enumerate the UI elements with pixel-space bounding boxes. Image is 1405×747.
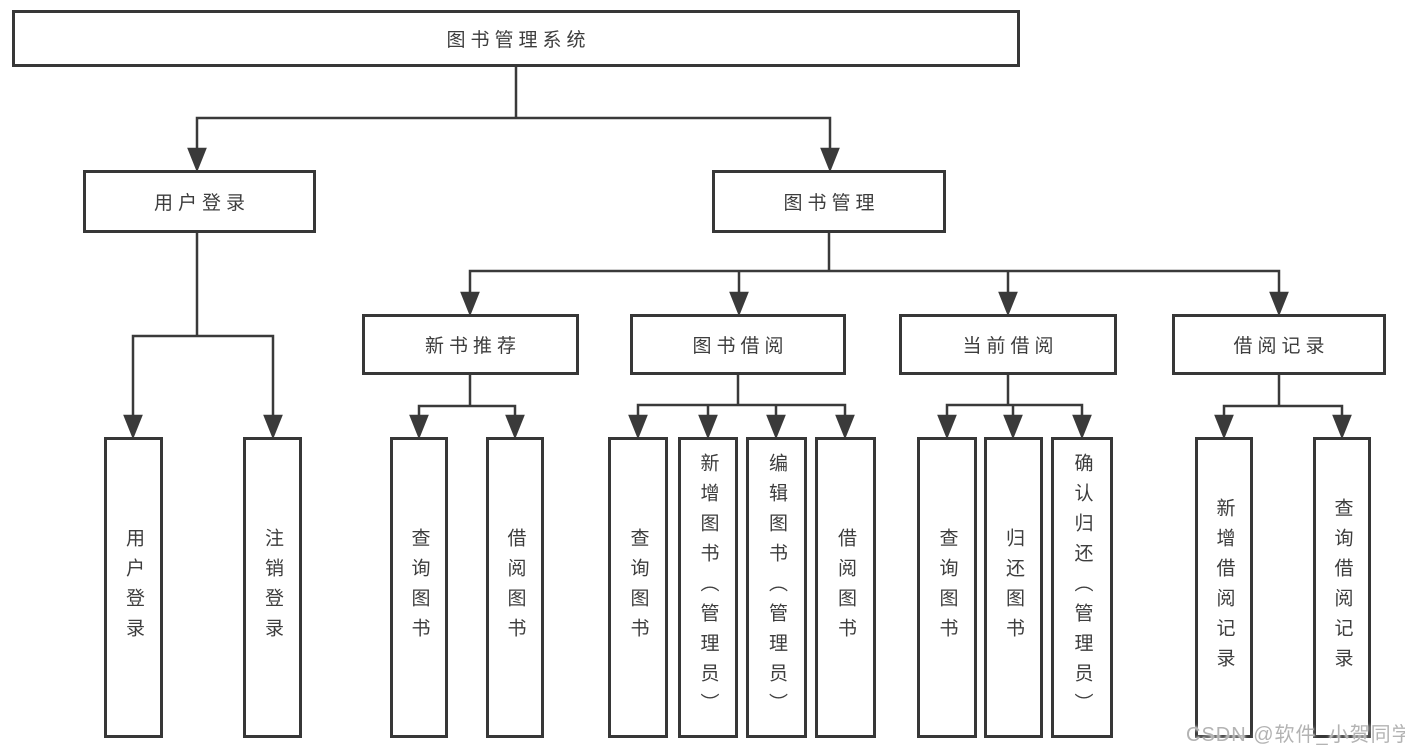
node-br-query-record-label: 查询借阅记录 (1331, 497, 1353, 678)
node-rec-query-book-label: 查询图书 (408, 527, 430, 648)
node-borrow-records-label: 借阅记录 (1233, 336, 1330, 357)
connector-root-to-level2 (187, 65, 840, 173)
arrowhead-icon (998, 291, 1018, 317)
connector-borrow-records-branch (1214, 373, 1352, 440)
node-bb-add-book: 新增图书（管理员） (678, 437, 738, 738)
connector-current-borrow-branch (937, 373, 1092, 440)
arrowhead-icon (820, 147, 840, 173)
node-current-borrow: 当前借阅 (899, 314, 1117, 375)
arrowhead-icon (187, 147, 207, 173)
node-new-book-rec-label: 新书推荐 (424, 336, 521, 357)
arrowhead-icon (460, 291, 480, 317)
node-bb-add-book-label: 新增图书（管理员） (697, 452, 719, 723)
arrowhead-icon (937, 414, 957, 440)
node-cb-query-book: 查询图书 (917, 437, 977, 738)
node-cb-return-book-label: 归还图书 (1003, 527, 1024, 648)
node-user-login: 用户登录 (104, 437, 163, 738)
node-logout-label: 注销登录 (262, 527, 283, 648)
node-root-label: 图书管理系统 (446, 30, 591, 51)
node-bb-query-book-label: 查询图书 (627, 527, 649, 648)
node-book-mgmt: 图书管理 (712, 170, 946, 233)
node-cb-query-book-label: 查询图书 (936, 527, 958, 648)
node-br-query-record: 查询借阅记录 (1313, 437, 1371, 738)
connector-book-borrow-branch (628, 373, 855, 440)
node-user-login-group-label: 用户登录 (153, 193, 250, 214)
arrowhead-icon (1269, 291, 1289, 317)
node-bb-borrow-book-label: 借阅图书 (835, 527, 856, 648)
watermark: CSDN @软件_小贺同学 (1186, 724, 1405, 746)
arrowhead-icon (1214, 414, 1234, 440)
node-br-add-record: 新增借阅记录 (1195, 437, 1253, 738)
node-rec-borrow-book-label: 借阅图书 (504, 527, 526, 648)
node-rec-query-book: 查询图书 (390, 437, 448, 738)
arrowhead-icon (835, 414, 855, 440)
arrowhead-icon (766, 414, 786, 440)
arrowhead-icon (698, 414, 718, 440)
node-book-mgmt-label: 图书管理 (783, 193, 880, 214)
node-bb-edit-book: 编辑图书（管理员） (746, 437, 807, 738)
node-cb-confirm-return-label: 确认归还（管理员） (1071, 452, 1093, 723)
node-cb-return-book: 归还图书 (984, 437, 1043, 738)
connector-user-login-branch (123, 231, 283, 440)
node-bb-query-book: 查询图书 (608, 437, 668, 738)
arrowhead-icon (123, 414, 143, 440)
arrowhead-icon (729, 291, 749, 317)
node-book-borrow: 图书借阅 (630, 314, 846, 375)
node-user-login-label: 用户登录 (123, 527, 144, 648)
arrowhead-icon (628, 414, 648, 440)
arrowhead-icon (1072, 414, 1092, 440)
node-rec-borrow-book: 借阅图书 (486, 437, 544, 738)
node-current-borrow-label: 当前借阅 (962, 336, 1059, 357)
arrowhead-icon (263, 414, 283, 440)
arrowhead-icon (1003, 414, 1023, 440)
node-bb-edit-book-label: 编辑图书（管理员） (766, 452, 787, 723)
arrowhead-icon (1332, 414, 1352, 440)
node-cb-confirm-return: 确认归还（管理员） (1051, 437, 1113, 738)
node-book-borrow-label: 图书借阅 (692, 336, 789, 357)
node-br-add-record-label: 新增借阅记录 (1213, 497, 1235, 678)
connector-new-book-rec-branch (409, 373, 525, 440)
node-user-login-group: 用户登录 (83, 170, 316, 233)
node-bb-borrow-book: 借阅图书 (815, 437, 876, 738)
node-borrow-records: 借阅记录 (1172, 314, 1386, 375)
node-new-book-rec: 新书推荐 (362, 314, 579, 375)
node-root: 图书管理系统 (12, 10, 1020, 67)
node-logout: 注销登录 (243, 437, 302, 738)
connector-book-mgmt-branch (460, 231, 1289, 317)
arrowhead-icon (409, 414, 429, 440)
arrowhead-icon (505, 414, 525, 440)
